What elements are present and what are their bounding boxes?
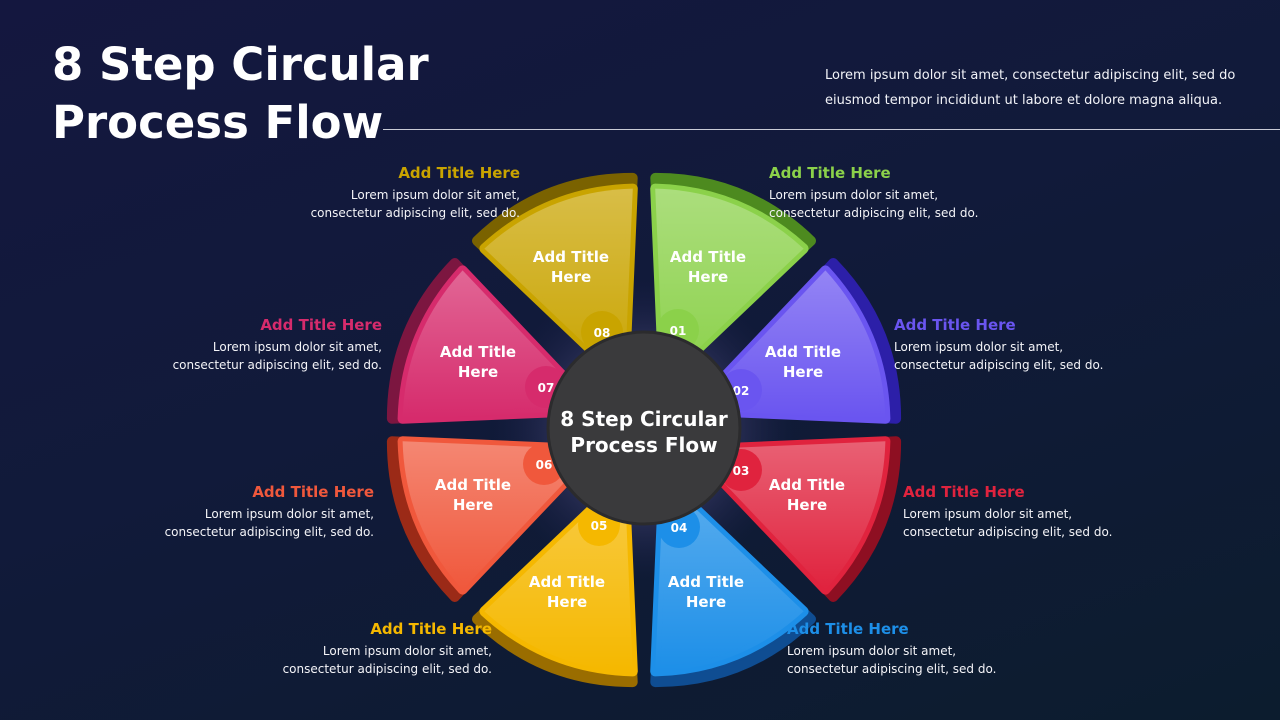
petal-label-line-1: Add Title [668,573,744,591]
callout-body: Lorem ipsum dolor sit amet, consectetur a… [132,642,492,678]
slide-title: 8 Step Circular Process Flow [52,36,472,152]
callout-body-line-1: Lorem ipsum dolor sit amet, [350,188,520,202]
callout-title: Add Title Here [370,620,492,638]
petal-label-line-1: Add Title [529,573,605,591]
callout-body-line-1: Lorem ipsum dolor sit amet, [787,644,957,658]
petal-label-line-2: Here [547,593,587,611]
callout-title: Add Title Here [260,316,382,334]
callout-body: Lorem ipsum dolor sit amet, consectetur a… [22,338,382,374]
callout-body: Lorem ipsum dolor sit amet, consectetur a… [787,642,1147,678]
center-circle [546,330,742,526]
step-number: 06 [536,458,553,472]
petal-label-line-2: Here [458,363,498,381]
slide-title-line-2: Process Flow [52,96,384,149]
title-divider [383,129,1280,130]
callout-body-line-2: consectetur adipiscing elit, sed do. [282,662,492,676]
callout-body-line-2: consectetur adipiscing elit, sed do. [769,206,979,220]
callout-body: Lorem ipsum dolor sit amet, consectetur a… [903,505,1263,541]
callout-body: Lorem ipsum dolor sit amet, consectetur a… [894,338,1254,374]
callout-body-line-2: consectetur adipiscing elit, sed do. [787,662,997,676]
step-number: 03 [733,464,750,478]
petal-label-line-1: Add Title [440,343,516,361]
petal-label-line-2: Here [453,496,493,514]
petal-label-line-2: Here [787,496,827,514]
petal-label-line-2: Here [783,363,823,381]
step-number: 08 [594,326,611,340]
callout-title: Add Title Here [787,620,909,638]
callout-title: Add Title Here [894,316,1016,334]
step-number: 02 [733,384,750,398]
intro-text: Lorem ipsum dolor sit amet, consectetur … [825,68,1236,108]
callout-body: Lorem ipsum dolor sit amet, consectetur a… [769,186,1129,222]
petal-label-line-1: Add Title [435,476,511,494]
petal-label-line-1: Add Title [670,248,746,266]
callout-body-line-2: consectetur adipiscing elit, sed do. [164,525,374,539]
callout-body-line-1: Lorem ipsum dolor sit amet, [903,507,1073,521]
callout-body-line-1: Lorem ipsum dolor sit amet, [212,340,382,354]
callout-body: Lorem ipsum dolor sit amet, consectetur a… [160,186,520,222]
callout-body-line-1: Lorem ipsum dolor sit amet, [204,507,374,521]
callout-body-line-1: Lorem ipsum dolor sit amet, [769,188,939,202]
callout-body: Lorem ipsum dolor sit amet, consectetur a… [14,505,374,541]
slide-title-line-1: 8 Step Circular [52,38,429,91]
petal-label-line-2: Here [686,593,726,611]
petal-label-line-1: Add Title [765,343,841,361]
center-title-line-2: Process Flow [570,433,717,457]
petal-label-line-1: Add Title [769,476,845,494]
callout-body-line-2: consectetur adipiscing elit, sed do. [310,206,520,220]
callout-body-line-1: Lorem ipsum dolor sit amet, [322,644,492,658]
center-title-line-1: 8 Step Circular [560,407,728,431]
petal-label-line-2: Here [688,268,728,286]
step-number: 01 [670,324,687,338]
petal-label-line-1: Add Title [533,248,609,266]
callout-title: Add Title Here [398,164,520,182]
callout-body-line-2: consectetur adipiscing elit, sed do. [894,358,1104,372]
callout-body-line-1: Lorem ipsum dolor sit amet, [894,340,1064,354]
step-number: 05 [591,519,608,533]
step-number: 04 [671,521,688,535]
callout-title: Add Title Here [252,483,374,501]
step-number: 07 [538,381,555,395]
petal-label-line-2: Here [551,268,591,286]
callout-body-line-2: consectetur adipiscing elit, sed do. [172,358,382,372]
callout-title: Add Title Here [903,483,1025,501]
callout-title: Add Title Here [769,164,891,182]
callout-body-line-2: consectetur adipiscing elit, sed do. [903,525,1113,539]
